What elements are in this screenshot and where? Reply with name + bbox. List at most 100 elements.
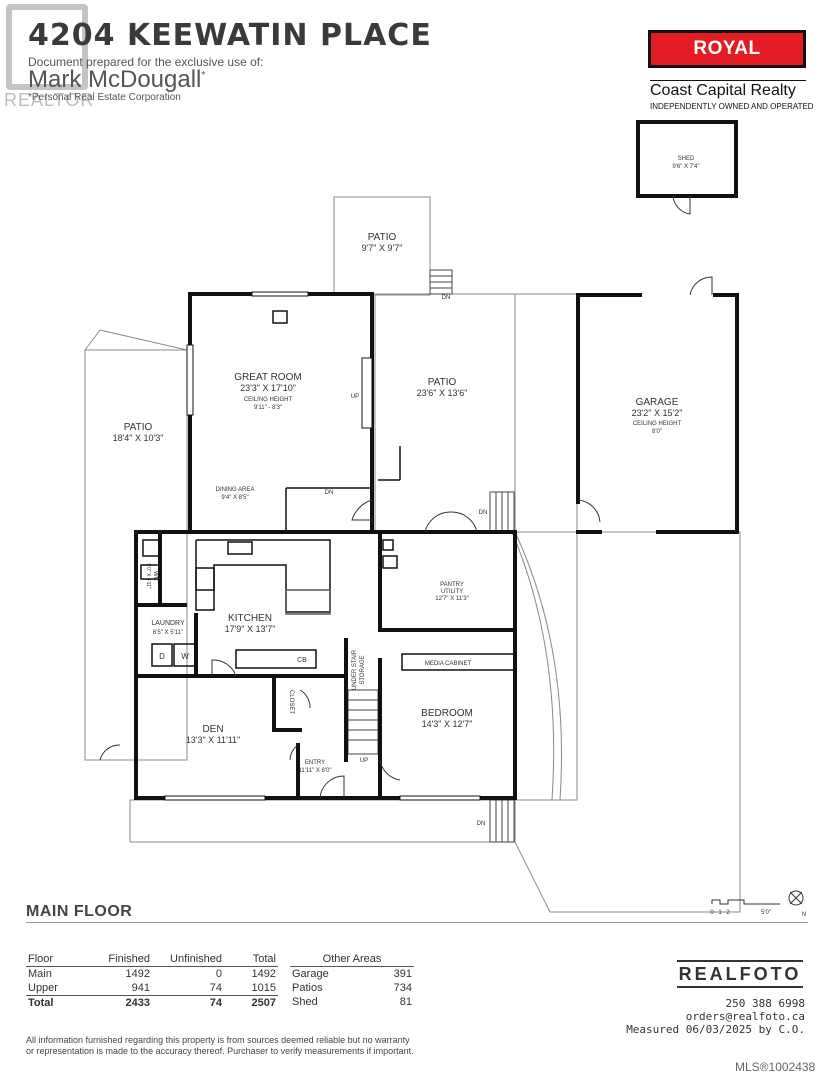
cell-finished: 1492	[125, 968, 150, 980]
cell-value: 734	[393, 982, 412, 994]
door-left-patio	[99, 744, 121, 761]
table-rule	[26, 966, 278, 967]
great-room-walls	[188, 292, 374, 534]
table-total-row: Total 2433 74 2507	[26, 996, 278, 1010]
label-patio-left: PATIO	[124, 422, 153, 433]
label-under-stair: UNDER STAIR	[352, 649, 358, 690]
label-shed: SHED	[678, 156, 695, 162]
agent-mark: *	[201, 70, 206, 81]
patio-left-edge	[84, 329, 188, 351]
floor-area-table: Floor Finished Unfinished Total Main 149…	[26, 952, 278, 1010]
cell-finished: 2433	[125, 997, 150, 1009]
mls-number: MLS®1002438	[735, 1060, 816, 1074]
great-room-ceiling-val: 9'11" - 8'3"	[254, 405, 282, 411]
curved-walkway-inner	[511, 531, 555, 801]
dims-wc: 5'0" X 4'11"	[145, 563, 151, 588]
realtor-logo-icon	[6, 4, 88, 90]
realfoto-logo: REALFOTO	[677, 960, 803, 988]
cell-floor: Total	[28, 997, 54, 1009]
agent-name-text: Mark McDougall	[28, 66, 202, 93]
cell-floor: Upper	[28, 982, 58, 994]
side-deck	[515, 293, 578, 533]
cell-value: 81	[399, 996, 412, 1008]
cell-finished: 941	[131, 982, 150, 994]
table-row: Patios 734	[290, 981, 414, 995]
other-areas-table: Other Areas Garage 391 Patios 734 Shed 8…	[290, 952, 414, 1009]
realtor-watermark-text: REALTOR	[4, 90, 95, 110]
brokerage-tagline: INDEPENDENTLY OWNED AND OPERATED	[650, 102, 814, 111]
wc-sink	[140, 564, 160, 580]
disclaimer: All information furnished regarding this…	[26, 1035, 414, 1056]
dn-front: DN	[477, 821, 486, 827]
cell-value: 391	[393, 968, 412, 980]
garage-ceiling-val: 8'0"	[652, 429, 662, 435]
house-outline	[134, 530, 517, 800]
cb-label: CB	[297, 657, 307, 664]
patio-mid-outline	[374, 293, 516, 533]
label-closet: CLOSET	[288, 690, 294, 714]
scale-bar	[711, 899, 780, 905]
garage-ceiling: CEILING HEIGHT	[633, 421, 682, 427]
property-title: 4204 KEEWATIN PLACE	[28, 18, 432, 53]
label-patio-mid: PATIO	[428, 377, 457, 388]
washer-box	[173, 643, 197, 667]
dims-den: 13'3" X 11'11"	[186, 735, 241, 745]
col-total: Total	[252, 953, 276, 965]
door-den	[211, 659, 237, 677]
dims-bedroom: 14'3" X 12'7"	[422, 719, 473, 729]
floor-divider	[26, 922, 808, 923]
cell-area: Shed	[292, 996, 318, 1008]
label-den: DEN	[202, 724, 223, 735]
up-great-room: UP	[351, 394, 359, 400]
door-great-patio	[351, 499, 373, 521]
dims-pantry: 12'7" X 11'3"	[435, 596, 468, 602]
cell-unfinished: 74	[209, 997, 222, 1009]
table-row: Main 1492 0 1492	[26, 967, 278, 981]
label-kitchen: KITCHEN	[228, 613, 272, 624]
table-rule	[290, 966, 414, 967]
brokerage-office: Coast Capital Realty	[650, 82, 796, 99]
label-bedroom: BEDROOM	[421, 708, 473, 719]
washer-label: W	[181, 652, 189, 661]
dims-patio-top: 9'7" X 9'7"	[362, 243, 403, 253]
label-wc: WC	[152, 571, 158, 582]
curved-walkway	[514, 531, 563, 801]
north-arrow-icon	[788, 890, 804, 906]
label-utility: UTILITY	[441, 589, 463, 595]
floor-label: MAIN FLOOR	[26, 903, 133, 920]
sink	[227, 541, 253, 555]
stove	[195, 567, 215, 591]
cell-area: Garage	[292, 968, 329, 980]
door-garage-side	[577, 499, 601, 523]
realtor-watermark: REALTOR	[0, 0, 95, 115]
garage-walls	[576, 293, 642, 504]
great-room-ceiling: CEILING HEIGHT	[244, 397, 293, 403]
north-label: N	[802, 912, 806, 918]
window-den	[164, 795, 266, 801]
scale-tick-5: 5'0"	[761, 910, 771, 916]
dims-laundry: 6'5" X 5'11"	[153, 630, 183, 636]
cell-unfinished: 74	[209, 982, 222, 994]
cell-floor: Main	[28, 968, 52, 980]
agent-name: Mark McDougall*	[28, 66, 205, 94]
door-pantry-patio	[424, 511, 478, 533]
photographer-phone: 250 388 6998	[725, 997, 805, 1010]
table-row: Garage 391	[290, 967, 414, 981]
brokerage-divider	[650, 80, 806, 81]
scale-tick-0: 0	[710, 910, 714, 916]
media-cabinet-box	[401, 653, 515, 671]
photographer-email: orders@realfoto.ca	[685, 1010, 805, 1023]
dryer-box	[151, 643, 173, 667]
table-row: Shed 81	[290, 995, 414, 1009]
table-row: Upper 941 74 1015	[26, 981, 278, 995]
measured-note: Measured 06/03/2025 by C.O.	[626, 1023, 805, 1036]
dims-shed: 9'6" X 7'4"	[672, 164, 699, 170]
table-header-row: Other Areas	[290, 952, 414, 966]
label-entry: ENTRY	[305, 760, 325, 766]
cell-unfinished: 0	[215, 968, 222, 980]
label-patio-top: PATIO	[368, 232, 397, 243]
door-entry	[319, 775, 345, 799]
prepared-for-note: Document prepared for the exclusive use …	[28, 55, 264, 69]
door-closet	[299, 689, 311, 709]
